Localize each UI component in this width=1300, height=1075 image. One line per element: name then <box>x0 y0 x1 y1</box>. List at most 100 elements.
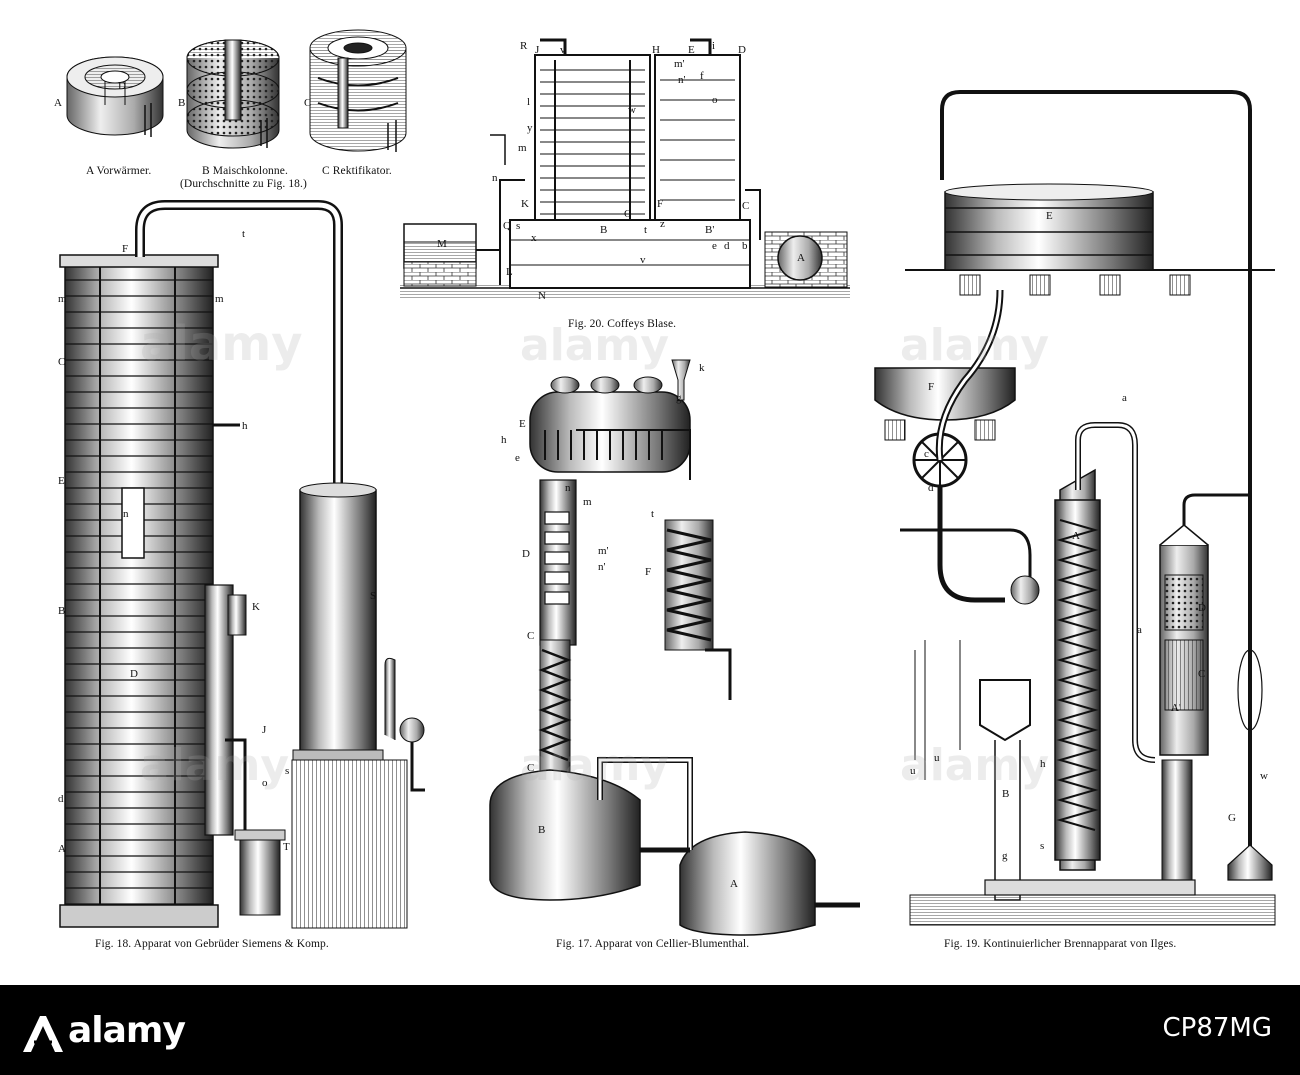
label-a-boiler: A <box>797 252 805 264</box>
label-b-prime: B' <box>705 224 715 236</box>
stock-footer-bar <box>0 985 1300 1075</box>
label-d-small: d <box>58 793 64 805</box>
stock-image-id: CP87MG <box>1162 1013 1273 1043</box>
label-r: R <box>520 40 528 52</box>
label-c-rektifikator: C <box>304 97 312 109</box>
fig18-sections <box>66 29 407 152</box>
label-s: s <box>516 220 521 232</box>
label-y: y <box>527 122 533 134</box>
label-t-stand: T <box>283 841 290 853</box>
rektifikator-section <box>309 29 407 152</box>
label-m: m <box>583 496 592 508</box>
label-a-prime: A' <box>1171 702 1181 714</box>
label-x: x <box>531 232 537 244</box>
label-s: s <box>1040 840 1045 852</box>
label-k: K <box>521 198 529 210</box>
label-e: E <box>58 475 65 487</box>
label-s-cylinder: S <box>370 590 377 602</box>
label-b-maischkolonne: B <box>178 97 186 109</box>
label-k: k <box>699 362 705 374</box>
label-n-prime: n' <box>598 561 606 573</box>
label-c: C <box>742 200 750 212</box>
caption-fig20: Fig. 20. Coffeys Blase. <box>568 318 677 330</box>
label-m-prime: m' <box>674 58 685 70</box>
label-i: i <box>712 40 716 52</box>
label-h: H <box>652 44 660 56</box>
label-s-small: s <box>285 765 290 777</box>
label-d-rectifier: D <box>1198 602 1206 614</box>
caption-rektifikator: C Rektifikator. <box>322 165 392 177</box>
label-f: F <box>928 381 935 393</box>
fig17-cellier-blumenthal <box>489 359 860 936</box>
label-z: z <box>660 218 665 230</box>
label-o: o <box>262 777 268 789</box>
label-v: v <box>560 44 566 56</box>
label-f: F <box>645 566 652 578</box>
watermark-alamy: alamy <box>140 316 303 372</box>
label-b: B <box>1002 788 1010 800</box>
label-w: w <box>1260 770 1268 782</box>
watermark-alamy: alamy <box>520 740 669 791</box>
label-d: D <box>130 668 138 680</box>
label-m-prime: m' <box>598 545 609 557</box>
label-a-upper: a <box>1122 392 1127 404</box>
label-g: g <box>1002 850 1008 862</box>
label-d: D <box>738 44 746 56</box>
label-m: m <box>518 142 527 154</box>
label-a-lower: a <box>1137 624 1142 636</box>
label-e: E <box>688 44 695 56</box>
label-h: h <box>501 434 507 446</box>
caption-fig18: Fig. 18. Apparat von Gebrüder Siemens & … <box>95 938 329 950</box>
watermark-alamy: alamy <box>520 320 669 371</box>
label-l-upper: L <box>506 266 513 278</box>
label-a-column: A <box>1072 530 1080 542</box>
label-f-upper: F <box>657 198 664 210</box>
fig19-ilges-apparatus <box>874 90 1276 926</box>
label-g: G <box>624 208 632 220</box>
label-a-still: A <box>730 878 738 890</box>
caption-fig19: Fig. 19. Kontinuierlicher Brennapparat v… <box>944 938 1177 950</box>
label-n: n <box>123 508 129 520</box>
alamy-brand: alamy <box>68 1010 186 1051</box>
label-d: d <box>928 482 934 494</box>
label-t: t <box>651 508 655 520</box>
label-o: o <box>712 94 718 106</box>
alamy-logo-icon <box>23 1016 63 1052</box>
label-q: Q <box>503 220 511 232</box>
label-e: E <box>1046 210 1053 222</box>
label-l: l <box>527 96 531 108</box>
fig20-coffey-still <box>400 38 850 299</box>
label-c-rectifier: C <box>1198 668 1206 680</box>
label-g-device: G <box>1228 812 1236 824</box>
label-c-upper: C <box>527 630 535 642</box>
watermark-alamy: alamy <box>140 740 289 791</box>
label-d-small: d <box>724 240 730 252</box>
engraving-plate: alamy alamy alamy alamy alamy alamy A D … <box>54 29 1276 950</box>
label-d: D <box>522 548 530 560</box>
label-u-right: u <box>934 752 940 764</box>
label-f: F <box>122 243 129 255</box>
label-e: E <box>519 418 526 430</box>
label-n-prime: n' <box>678 74 686 86</box>
label-e-small: e <box>515 452 520 464</box>
vorwaermer-section <box>66 56 164 137</box>
maischkolonne-section <box>186 39 280 149</box>
label-d: D <box>118 80 126 92</box>
label-g: g <box>676 392 682 404</box>
label-b: B <box>600 224 608 236</box>
label-h: h <box>242 420 248 432</box>
fig18-siemens-apparatus <box>59 200 425 929</box>
label-f: f <box>700 70 704 82</box>
label-t: t <box>242 228 246 240</box>
label-n: n <box>492 172 498 184</box>
label-c: C <box>58 356 66 368</box>
label-t: t <box>644 224 648 236</box>
caption-maischkolonne: B Maischkolonne. <box>202 165 288 177</box>
label-j: J <box>262 724 267 736</box>
label-a: A <box>58 843 66 855</box>
label-j: J <box>535 44 540 56</box>
distillation-apparatus-illustration: alamy alamy alamy alamy alamy alamy <box>59 29 1276 936</box>
label-b: B <box>58 605 66 617</box>
label-n-upper: N <box>538 290 546 302</box>
label-b-still: B <box>538 824 546 836</box>
